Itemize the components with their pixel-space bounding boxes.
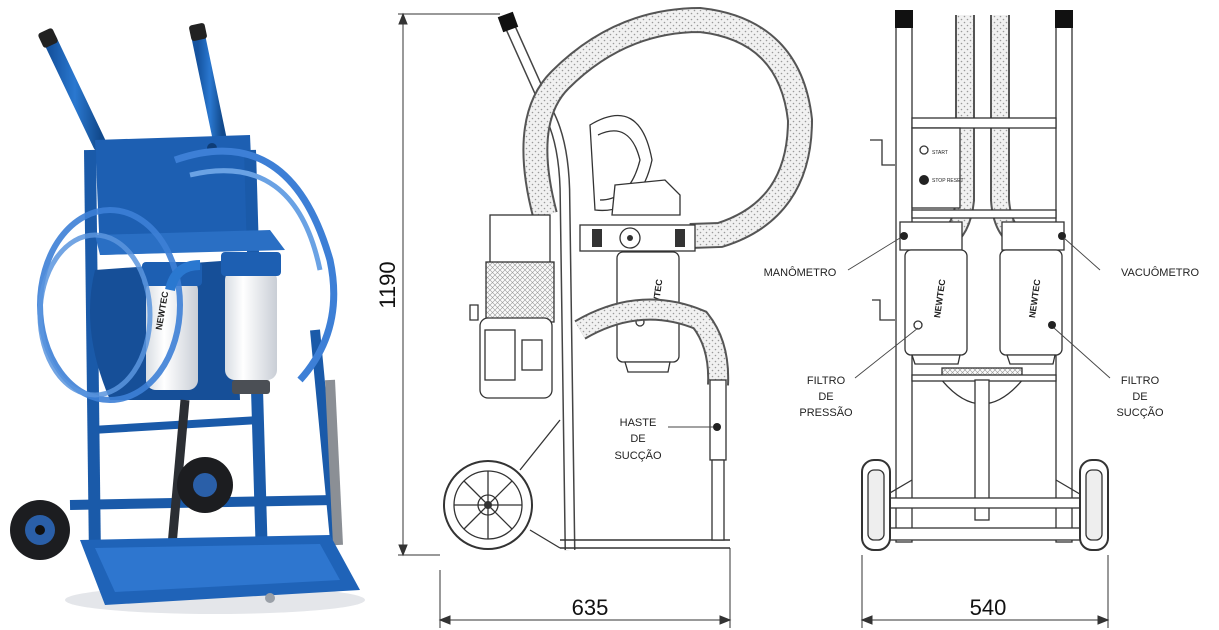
side-width-dimension-label: 635 (572, 595, 609, 620)
callout-text: FILTRO (1121, 375, 1160, 387)
callout-filtro-succao: FILTRO DE SUCÇÃO (1116, 375, 1164, 419)
callout-leaders (668, 237, 1111, 428)
front-width-dimension-label: 540 (970, 595, 1007, 620)
callout-manometro: MANÔMETRO (764, 266, 837, 279)
callout-text: DE (1132, 391, 1147, 403)
panel-start-label: START (932, 150, 948, 156)
callout-text: HASTE (620, 417, 657, 429)
front-view-drawing: START STOP RESET NEWTEC NEWTEC (861, 10, 1109, 551)
callout-text: SUCÇÃO (614, 449, 662, 462)
callout-filtro-pressao: FILTRO DE PRESSÃO (799, 375, 853, 419)
product-photo: NEWTEC (10, 23, 365, 614)
height-dimension-label: 1190 (375, 261, 400, 308)
panel-stop-label: STOP RESET (932, 178, 964, 184)
callout-text: PRESSÃO (799, 406, 853, 419)
callout-text: DE (630, 433, 645, 445)
side-view-drawing: NEWTEC (443, 6, 814, 551)
callout-text: SUCÇÃO (1116, 406, 1164, 419)
callout-haste-de-succao: HASTE DE SUCÇÃO (614, 417, 662, 462)
callout-text: FILTRO (807, 375, 846, 387)
callout-vacuometro: VACUÔMETRO (1121, 266, 1199, 279)
callout-text: DE (818, 391, 833, 403)
dimension-lines (398, 12, 1110, 628)
